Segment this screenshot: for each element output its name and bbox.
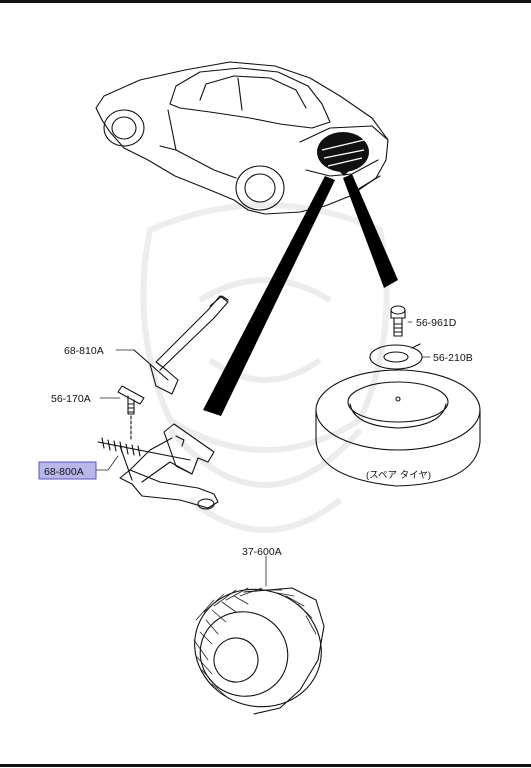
spare-tire-icon (315, 369, 481, 487)
leader-lines (95, 321, 431, 587)
bottom-rule (0, 764, 531, 767)
spare-tire-note: (スペア タイヤ) (366, 470, 431, 481)
tire-tread-pattern (193, 587, 317, 699)
watermark-emblem (140, 202, 390, 533)
jack-handle-icon (133, 295, 229, 395)
road-wheel-tire-icon (194, 587, 325, 715)
top-rule (0, 0, 531, 3)
scissor-jack-icon (97, 423, 219, 510)
selected-part-highlight (38, 461, 97, 480)
pointer-band-to-spare (343, 174, 398, 288)
callout-56-170A[interactable]: 56-170A (51, 393, 91, 405)
trunk-spare-well-icon (317, 132, 369, 176)
hold-down-bolt-icon (390, 305, 406, 337)
hold-down-plate-icon (369, 343, 423, 370)
callout-68-810A[interactable]: 68-810A (64, 345, 104, 357)
callout-68-800A[interactable]: 68-800A (44, 466, 84, 478)
pointer-band-to-jack (203, 176, 335, 416)
wing-bolt-icon (117, 385, 145, 441)
callout-37-600A[interactable]: 37-600A (242, 546, 282, 558)
callout-56-210B[interactable]: 56-210B (433, 352, 473, 364)
callout-56-961D[interactable]: 56-961D (416, 317, 457, 329)
convertible-car-icon (95, 61, 389, 215)
